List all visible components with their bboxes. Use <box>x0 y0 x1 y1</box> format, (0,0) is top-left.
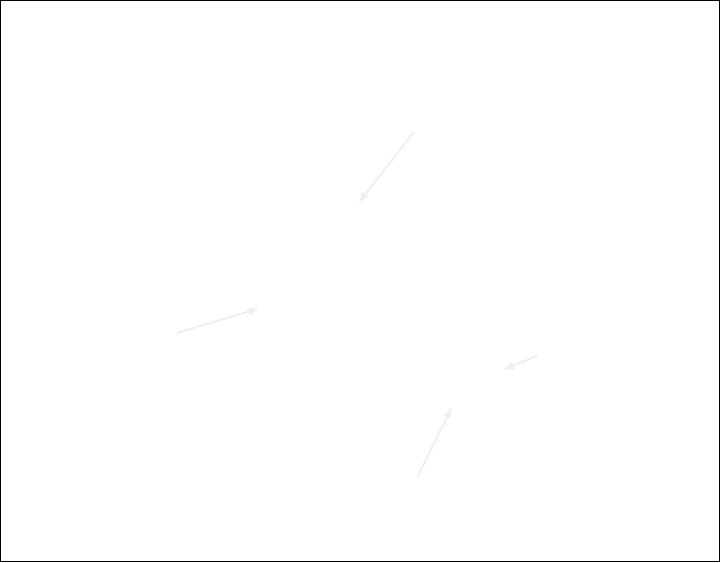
arrow-bottom <box>416 408 452 479</box>
arrow-right <box>504 355 538 370</box>
arrow-left <box>176 307 258 334</box>
arrow-top <box>359 131 415 202</box>
